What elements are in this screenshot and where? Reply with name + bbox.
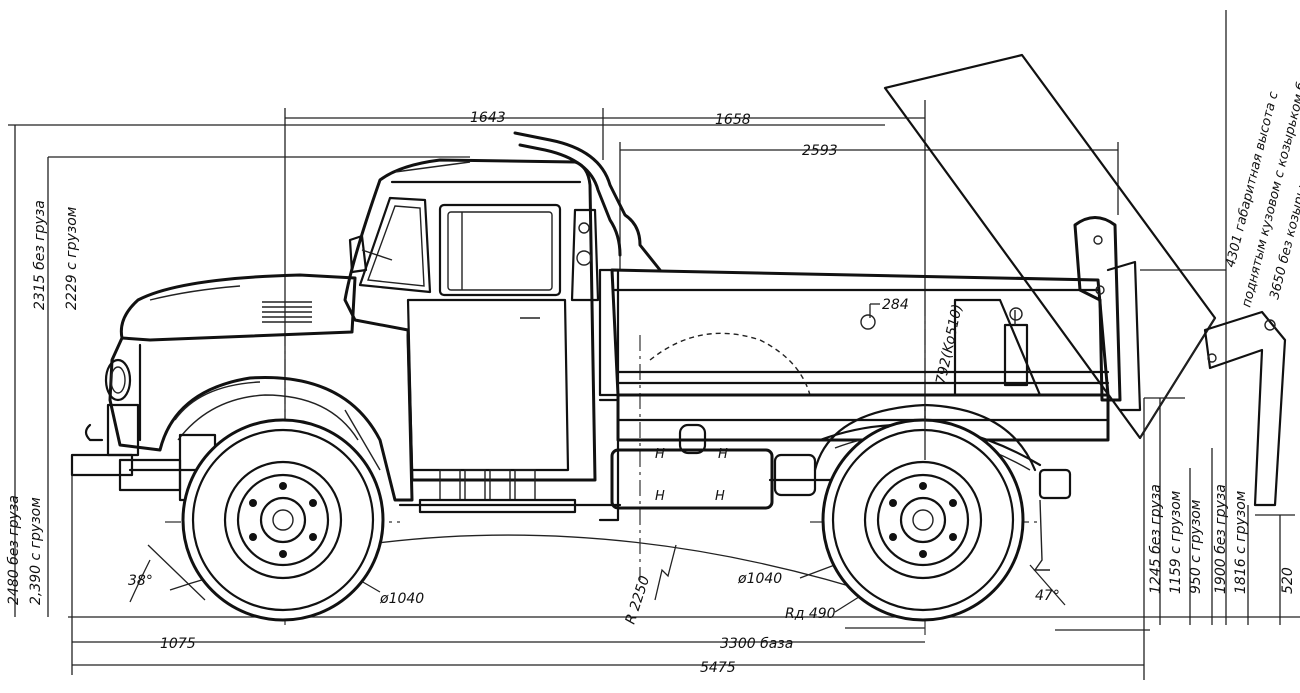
angle-47: 47° — [1035, 588, 1060, 604]
dim-284: 284 — [882, 297, 909, 313]
dim-2593: 2593 — [802, 143, 838, 159]
height-950: 950 с грузом — [1188, 499, 1204, 594]
height-2315: 2315 без груза — [32, 200, 48, 310]
dim-792: 792(Ko510) — [933, 303, 966, 386]
length-5475: 5475 — [700, 660, 736, 676]
cab — [343, 158, 600, 514]
wheel-diameter-rear: ø1040 — [737, 571, 782, 587]
height-1159: 1159 с грузом — [1168, 490, 1184, 594]
radius-490: Rд 490 — [785, 606, 836, 622]
height-520: 520 — [1280, 567, 1296, 594]
height-2480: 2480 без груза — [6, 495, 22, 605]
length-3300: 3300 база — [720, 636, 793, 652]
rear-wheel — [821, 418, 1025, 622]
length-1075: 1075 — [160, 636, 196, 652]
angle-38: 38° — [128, 573, 153, 589]
svg-text:H: H — [715, 489, 725, 504]
dim-1658: 1658 — [715, 112, 751, 128]
svg-text:H: H — [718, 447, 728, 462]
dim-1643: 1643 — [470, 110, 506, 126]
radius-2250: R 2250 — [623, 574, 654, 626]
front-fender — [70, 333, 414, 502]
svg-text:H: H — [655, 447, 665, 462]
wheel-diameter-front: ø1040 — [379, 591, 424, 607]
height-2390: 2,390 с грузом — [28, 497, 44, 605]
exhaust-pipe — [513, 131, 662, 272]
svg-text:H: H — [655, 489, 665, 504]
height-1816: 1816 с грузом — [1233, 490, 1249, 594]
hood — [119, 273, 357, 342]
height-2229: 2229 с грузом — [64, 206, 80, 310]
height-1245: 1245 без груза — [1148, 484, 1164, 594]
front-wheel — [181, 418, 385, 622]
height-1900: 1900 без груза — [1213, 484, 1229, 594]
raised-body-outline — [883, 53, 1287, 507]
